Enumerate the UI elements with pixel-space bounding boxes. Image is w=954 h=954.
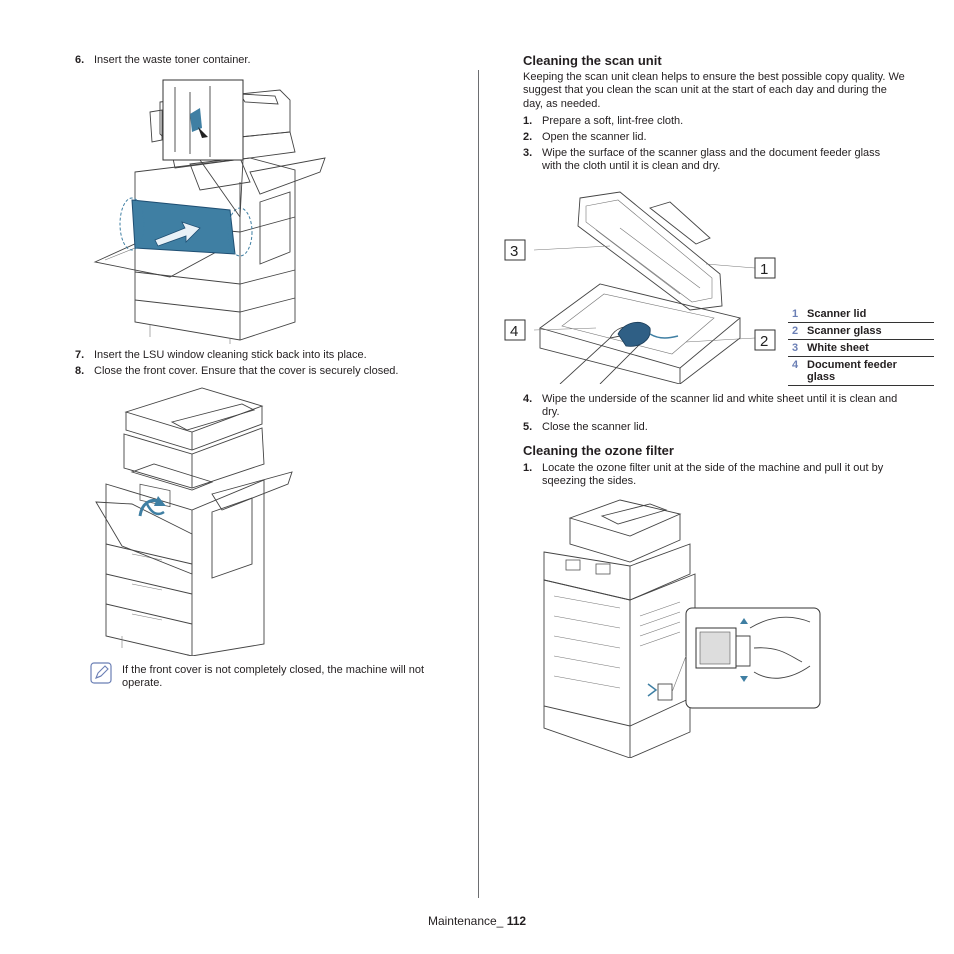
legend-number: 4 [792,359,799,371]
callout-3 [504,239,526,261]
step-text: Insert the LSU window cleaning stick bac… [94,349,367,361]
step-text: Close the scanner lid. [542,421,648,433]
legend-label: Scanner glass [807,325,882,337]
legend-row: 1 Scanner lid [788,306,934,323]
scanner-glass-illustration: 3 1 4 2 [504,191,776,384]
step-text: Insert the waste toner container. [94,54,251,66]
step-number: 1. [523,462,533,474]
step-text: Open the scanner lid. [542,131,647,143]
waste-toner-illustration [93,79,326,344]
close-cover-illustration [95,387,293,656]
step-number: 6. [75,54,85,66]
callout-2 [754,329,776,351]
legend-number: 2 [792,325,799,337]
legend-number: 3 [792,342,799,354]
step-number: 2. [523,131,533,143]
note-pencil-icon [90,662,112,684]
heading-ozone-filter: Cleaning the ozone filter [523,443,674,458]
note-text: If the front cover is not completely clo… [122,664,425,690]
scan-unit-intro: Keeping the scan unit clean helps to ens… [523,71,905,110]
legend-number: 1 [792,308,799,320]
callout-3-label: 3 [510,243,518,260]
step-number: 4. [523,393,533,405]
step-number: 8. [75,365,85,377]
step-text: Wipe the surface of the scanner glass an… [542,147,881,172]
legend-label: Scanner lid [807,308,867,320]
scanner-legend: 1 Scanner lid 2 Scanner glass 3 White sh… [788,306,934,386]
callout-1-label: 1 [760,261,768,278]
legend-row: 4 Document feeder glass [788,357,934,386]
legend-row: 2 Scanner glass [788,323,934,340]
legend-row: 3 White sheet [788,340,934,357]
page-number: 112 [506,914,527,928]
step-number: 7. [75,349,85,361]
step-number: 1. [523,115,533,127]
heading-scan-unit: Cleaning the scan unit [523,53,662,68]
step-text: Wipe the underside of the scanner lid an… [542,393,898,418]
step-number: 5. [523,421,533,433]
step-text: Close the front cover. Ensure that the c… [94,365,399,377]
step-text: Locate the ozone filter unit at the side… [542,462,884,487]
legend-label: White sheet [807,342,869,354]
callout-1 [754,257,776,279]
ozone-filter-illustration [543,499,821,758]
legend-label: Document feeder glass [807,359,897,383]
column-divider [478,70,479,898]
callout-2-label: 2 [760,333,768,350]
step-number: 3. [523,147,533,159]
footer-label: Maintenance_ [427,914,507,928]
callout-4 [504,319,526,341]
step-text: Prepare a soft, lint-free cloth. [542,115,684,127]
callout-4-label: 4 [510,323,518,340]
page-footer: Maintenance_ 112 [0,914,954,928]
